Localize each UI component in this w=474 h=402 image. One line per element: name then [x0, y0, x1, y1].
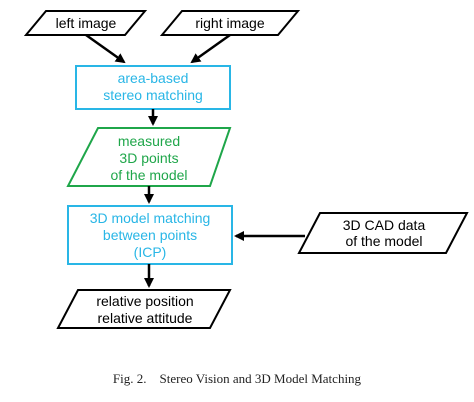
arrow-right-image-to-stereo [190, 33, 231, 64]
stereo-matching-line1: area-based [118, 70, 189, 86]
figure-caption-text: Stereo Vision and 3D Model Matching [159, 371, 362, 386]
measured-points-node: measured 3D points of the model [66, 127, 232, 187]
icp-matching-node: 3D model matching between points (ICP) [67, 205, 233, 265]
arrow-left-image-to-stereo [85, 33, 126, 64]
icp-matching-line1: 3D model matching [90, 210, 211, 226]
output-node: relative position relative attitude [56, 289, 232, 329]
measured-points-shape [66, 127, 232, 187]
left-image-shape [23, 10, 148, 36]
output-line1: relative position [96, 293, 193, 309]
icp-matching-line3: (ICP) [134, 244, 167, 260]
measured-points-line2: 3D points [119, 150, 178, 166]
cad-data-node: 3D CAD data of the model [297, 212, 469, 254]
output-shape [56, 289, 232, 329]
cad-data-line1: 3D CAD data [343, 217, 426, 233]
right-image-label: right image [195, 15, 264, 31]
cad-data-shape [297, 212, 469, 254]
icp-matching-line2: between points [103, 227, 197, 243]
left-image-node: left image [23, 10, 148, 36]
right-image-shape [159, 10, 301, 36]
stereo-matching-box [75, 65, 231, 110]
measured-points-line3: of the model [110, 167, 187, 183]
output-line2: relative attitude [98, 310, 193, 326]
right-image-node: right image [159, 10, 301, 36]
icp-matching-box [67, 205, 233, 265]
measured-points-line1: measured [118, 133, 180, 149]
cad-data-line2: of the model [345, 233, 422, 249]
figure-caption: Fig. 2. Stereo Vision and 3D Model Match… [0, 371, 474, 387]
left-image-label: left image [56, 15, 117, 31]
stereo-matching-node: area-based stereo matching [75, 65, 231, 110]
figure-caption-label: Fig. 2. [112, 371, 147, 386]
stereo-matching-line2: stereo matching [103, 87, 203, 103]
